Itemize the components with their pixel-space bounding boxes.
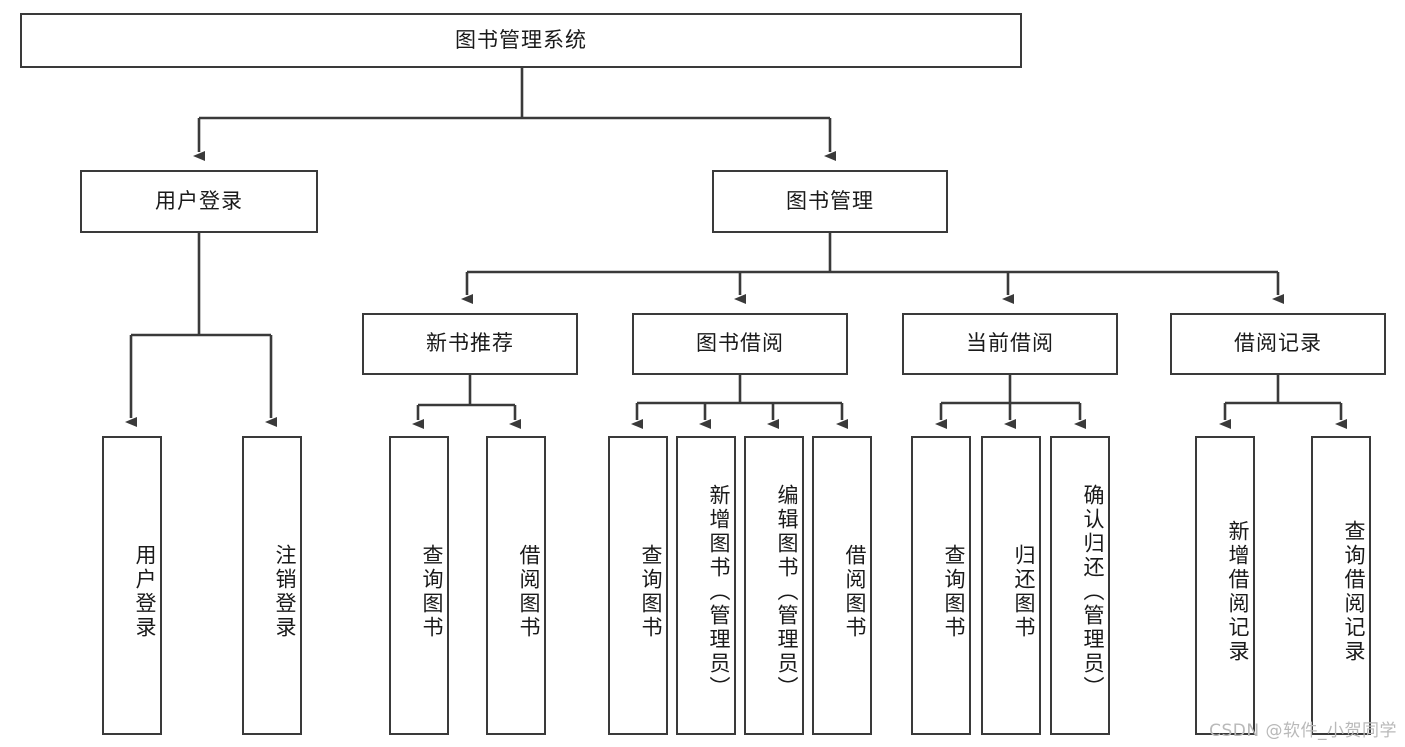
node-user-login[interactable]: 用户登录 [80,170,318,233]
leaf-query-book-3-label: 查询图书 [942,543,966,640]
watermark: CSDN @软件_小贺同学 [1209,721,1397,741]
leaf-edit-book-label: 编辑图书（管理员） [775,483,799,700]
leaf-add-book[interactable]: 新增图书（管理员） [676,436,736,735]
leaf-user-login-label: 用户登录 [133,543,157,640]
leaf-return-book[interactable]: 归还图书 [981,436,1041,735]
node-book-borrow-label: 图书借阅 [696,331,784,356]
node-root-label: 图书管理系统 [455,27,587,52]
node-root[interactable]: 图书管理系统 [20,13,1022,68]
leaf-borrow-book-1-label: 借阅图书 [517,543,541,640]
leaf-query-record-label: 查询借阅记录 [1342,519,1366,664]
leaf-add-book-label: 新增图书（管理员） [707,483,731,700]
leaf-query-record[interactable]: 查询借阅记录 [1311,436,1371,735]
leaf-query-book-2-label: 查询图书 [639,543,663,640]
node-new-book-recommend-label: 新书推荐 [426,331,514,356]
leaf-user-login[interactable]: 用户登录 [102,436,162,735]
node-current-borrow-label: 当前借阅 [966,331,1054,356]
leaf-return-book-label: 归还图书 [1012,543,1036,640]
node-borrow-record[interactable]: 借阅记录 [1170,313,1386,375]
leaf-query-book-3[interactable]: 查询图书 [911,436,971,735]
leaf-user-logout[interactable]: 注销登录 [242,436,302,735]
leaf-confirm-return[interactable]: 确认归还（管理员） [1050,436,1110,735]
node-user-login-label: 用户登录 [155,188,243,213]
leaf-add-record-label: 新增借阅记录 [1226,519,1250,664]
node-book-manage-label: 图书管理 [786,188,874,213]
leaf-query-book-1[interactable]: 查询图书 [389,436,449,735]
node-current-borrow[interactable]: 当前借阅 [902,313,1118,375]
node-book-manage[interactable]: 图书管理 [712,170,948,233]
leaf-edit-book[interactable]: 编辑图书（管理员） [744,436,804,735]
node-book-borrow[interactable]: 图书借阅 [632,313,848,375]
leaf-user-logout-label: 注销登录 [273,543,297,640]
leaf-add-record[interactable]: 新增借阅记录 [1195,436,1255,735]
leaf-borrow-book-2[interactable]: 借阅图书 [812,436,872,735]
leaf-query-book-2[interactable]: 查询图书 [608,436,668,735]
leaf-query-book-1-label: 查询图书 [420,543,444,640]
leaf-borrow-book-2-label: 借阅图书 [843,543,867,640]
leaf-borrow-book-1[interactable]: 借阅图书 [486,436,546,735]
node-borrow-record-label: 借阅记录 [1234,331,1322,356]
leaf-confirm-return-label: 确认归还（管理员） [1081,483,1105,700]
node-new-book-recommend[interactable]: 新书推荐 [362,313,578,375]
